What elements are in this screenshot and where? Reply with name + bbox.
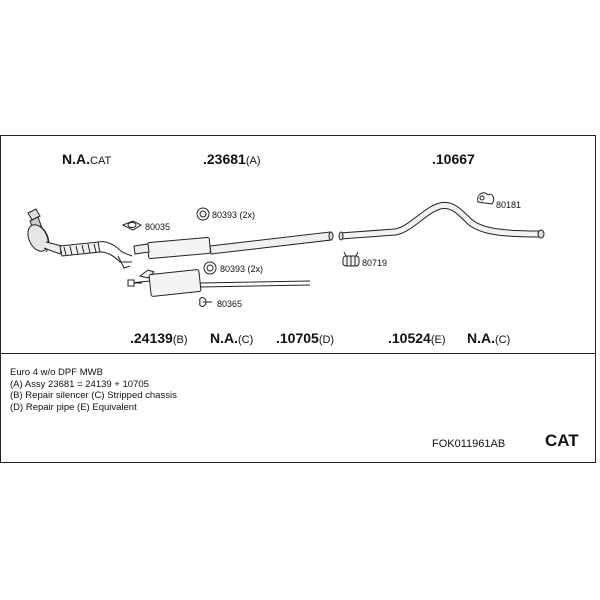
rubber-mount-80181-icon xyxy=(477,192,495,205)
part-80035: 80035 xyxy=(145,222,171,232)
repair-silencer-icon xyxy=(127,269,311,297)
notes-block: Euro 4 w/o DPF MWB (A) Assy 23681 = 2413… xyxy=(10,367,177,413)
note-line: (B) Repair silencer (C) Stripped chassis xyxy=(10,390,177,401)
label-na-c-1: N.A.(C) xyxy=(210,330,254,346)
note-line: (D) Repair pipe (E) Equivalent xyxy=(10,401,137,413)
gasket-80035-icon xyxy=(121,220,143,231)
clamp-80393-icon-1 xyxy=(196,207,210,221)
part-80181: 80181 xyxy=(496,200,522,210)
rear-pipe-icon xyxy=(338,201,545,241)
section-divider xyxy=(0,353,596,354)
hanger-80365-icon xyxy=(199,297,212,307)
cat-badge: CAT xyxy=(545,431,579,450)
label-na-c-2: N.A.(C) xyxy=(467,330,511,346)
catalytic-converter-icon xyxy=(27,208,133,269)
clamp-80393-icon-2 xyxy=(203,261,217,275)
note-line: (A) Assy 23681 = 24139 + 10705 xyxy=(10,378,149,390)
clamp-80719-icon xyxy=(342,251,360,267)
label-23681: .23681(A) xyxy=(203,151,261,167)
label-na-cat: N.A.CAT xyxy=(62,151,112,167)
label-24139: .24139(B) xyxy=(130,330,188,346)
part-80365: 80365 xyxy=(217,299,243,309)
part-80393-1: 80393 (2x) xyxy=(212,210,256,220)
label-10667: .10667 xyxy=(432,151,475,167)
kit-code: FOK011961AB xyxy=(432,438,506,450)
label-10705: .10705(D) xyxy=(276,330,335,346)
part-80719: 80719 xyxy=(362,258,388,268)
part-80393-2: 80393 (2x) xyxy=(220,264,264,274)
label-10524: .10524(E) xyxy=(388,330,446,346)
note-line: Euro 4 w/o DPF MWB xyxy=(10,367,103,378)
middle-silencer-icon xyxy=(133,231,334,260)
diagram-frame xyxy=(0,135,596,463)
